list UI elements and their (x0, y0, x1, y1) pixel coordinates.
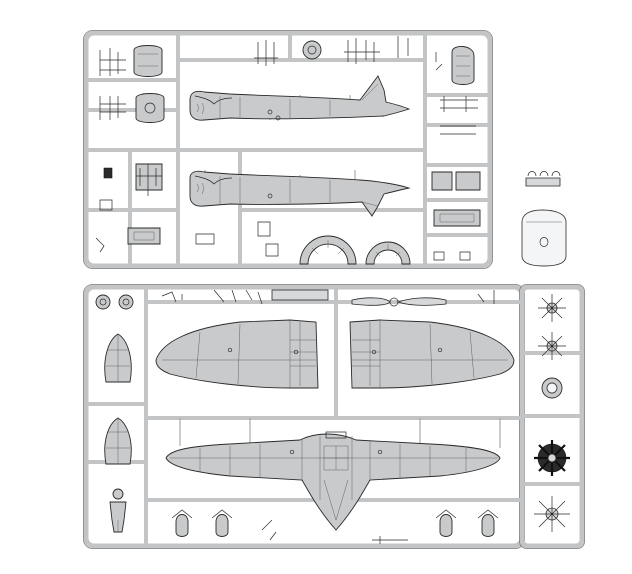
wing-upper-left (155, 319, 319, 389)
propeller (351, 297, 447, 307)
fuselage-half-left (189, 75, 411, 121)
sprue-upper (83, 30, 493, 269)
loose-parts (521, 171, 567, 267)
pilot-figure (109, 488, 127, 533)
engine-cylinders-mid (538, 332, 566, 360)
small-parts-upper-top (254, 36, 409, 257)
wing-upper-right (349, 319, 515, 389)
small-parts-lower-left (95, 294, 134, 533)
small-parts-lower-top (161, 289, 495, 305)
engine-radial-dark (534, 440, 570, 476)
sprue-lower (83, 284, 585, 549)
engine-radial-light (534, 496, 570, 532)
engine-parts (534, 294, 570, 532)
cowl-rings (299, 235, 411, 265)
wing-lower (165, 431, 501, 531)
engine-cylinders-top (538, 294, 566, 322)
small-parts-upper-left (95, 45, 215, 253)
small-parts-upper-right (431, 46, 481, 261)
fuselage-half-right (189, 170, 411, 217)
bombs-row (171, 509, 499, 544)
engine-ring (541, 377, 563, 399)
